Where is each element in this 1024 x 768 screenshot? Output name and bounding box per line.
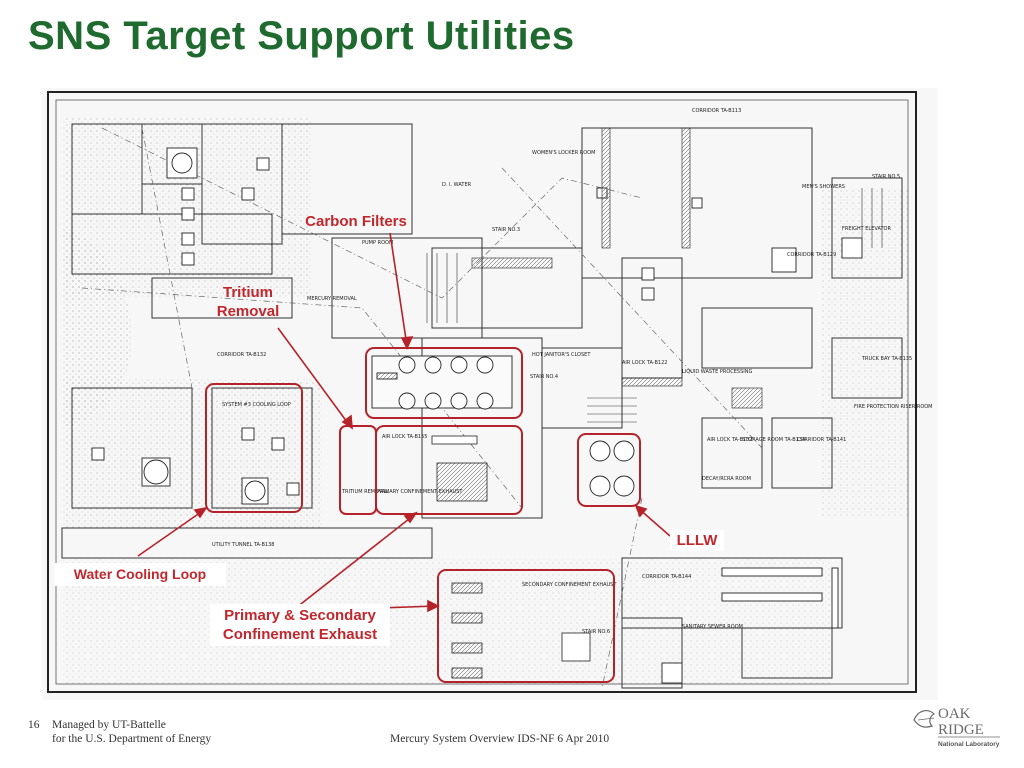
plan-label-fire-protection: FIRE PROTECTION RISER ROOM bbox=[854, 404, 933, 410]
plan-label-womens-locker: WOMEN'S LOCKER ROOM bbox=[532, 150, 595, 156]
plan-label-air-lock-b155: AIR LOCK TA-B155 bbox=[382, 434, 427, 440]
plan-label-stair-no6: STAIR NO.6 bbox=[582, 629, 610, 635]
callout-tritium-line1: Tritium bbox=[222, 284, 273, 301]
plan-label-storage-room: STORAGE ROOM TA-B134 bbox=[742, 437, 805, 443]
plan-label-mens-showers: MEN'S SHOWERS bbox=[802, 184, 845, 190]
plan-label-corridor-b144: CORRIDOR TA-B144 bbox=[642, 574, 691, 580]
callout-lllw: LLLW bbox=[670, 530, 724, 551]
plan-label-stair-no3: STAIR NO.3 bbox=[492, 227, 520, 233]
plan-label-decay-room: DECAY/RCRA ROOM bbox=[702, 476, 751, 482]
plan-label-pump-room: PUMP ROOM bbox=[362, 240, 393, 246]
plan-label-sanitary-sewer: SANITARY SEWER ROOM bbox=[682, 624, 743, 630]
callout-tritium-removal: Tritium Removal bbox=[210, 283, 286, 321]
plan-label-corridor-b141: CORRIDOR TA-B141 bbox=[797, 437, 846, 443]
page-number: 16 bbox=[28, 719, 40, 731]
callout-tritium-line2: Removal bbox=[216, 303, 280, 320]
footer-managed-by: Managed by UT-Battelle bbox=[52, 719, 166, 731]
callout-exhaust-line1: Primary & Secondary bbox=[224, 607, 376, 624]
callout-confinement-exhaust: Primary & Secondary Confinement Exhaust bbox=[210, 604, 390, 646]
logo-national-lab-text: National Laboratory bbox=[938, 741, 1000, 748]
plan-label-air-lock-b132: AIR LOCK TA-B132 bbox=[707, 437, 752, 443]
callout-water-cooling-loop: Water Cooling Loop bbox=[54, 563, 226, 586]
plan-label-corridor-b132: CORRIDOR TA-B132 bbox=[217, 352, 266, 358]
plan-label-liquid-waste: LIQUID WASTE PROCESSING bbox=[682, 369, 752, 375]
plan-label-corridor-b129: CORRIDOR TA-B129 bbox=[787, 252, 836, 258]
slide-title: SNS Target Support Utilities bbox=[28, 14, 575, 58]
plan-label-corridor-b113: CORRIDOR TA-B113 bbox=[692, 108, 741, 114]
callout-exhaust-line2: Confinement Exhaust bbox=[222, 626, 378, 643]
plan-label-d-i-water: D. I. WATER bbox=[442, 182, 472, 188]
plan-label-elevator: FREIGHT ELEVATOR bbox=[842, 226, 891, 232]
plan-label-tritium-removal: TRITIUM REMOVAL bbox=[341, 489, 388, 495]
plan-label-stair-no5: STAIR NO.5 bbox=[872, 174, 900, 180]
plan-label-air-lock-b122: AIR LOCK TA-B122 bbox=[622, 360, 667, 366]
plan-label-hot-janitors: HOT JANITOR'S CLOSET bbox=[532, 352, 591, 358]
oak-leaf-icon: OAK RIDGE National Laboratory bbox=[913, 706, 1000, 748]
plan-label-mercury-removal: MERCURY REMOVAL bbox=[307, 296, 357, 302]
plan-label-utility-tunnel: UTILITY TUNNEL TA-B138 bbox=[212, 542, 274, 548]
plan-label-primary-exhaust: PRIMARY CONFINEMENT EXHAUST bbox=[377, 489, 463, 495]
logo-ridge-text: RIDGE bbox=[938, 722, 984, 738]
logo-oak-text: OAK bbox=[938, 706, 971, 722]
plan-label-secondary-exhaust: SECONDARY CONFINEMENT EXHAUST bbox=[522, 582, 617, 588]
oak-ridge-logo: OAK RIDGE National Laboratory bbox=[908, 698, 1008, 750]
plan-label-system3: SYSTEM #3 COOLING LOOP bbox=[222, 402, 291, 408]
floor-plan-drawing: SYSTEM #3 COOLING LOOP CORRIDOR TA-B132 … bbox=[42, 88, 938, 700]
footer-center-text: Mercury System Overview IDS-NF 6 Apr 201… bbox=[390, 733, 610, 745]
plan-label-stair-no4: STAIR NO.4 bbox=[530, 374, 558, 380]
footer-department: for the U.S. Department of Energy bbox=[52, 733, 212, 745]
callout-carbon-filters: Carbon Filters bbox=[305, 213, 407, 230]
plan-label-truck-bay: TRUCK BAY TA-B135 bbox=[861, 356, 912, 362]
carbon-filter-bank bbox=[371, 355, 513, 410]
